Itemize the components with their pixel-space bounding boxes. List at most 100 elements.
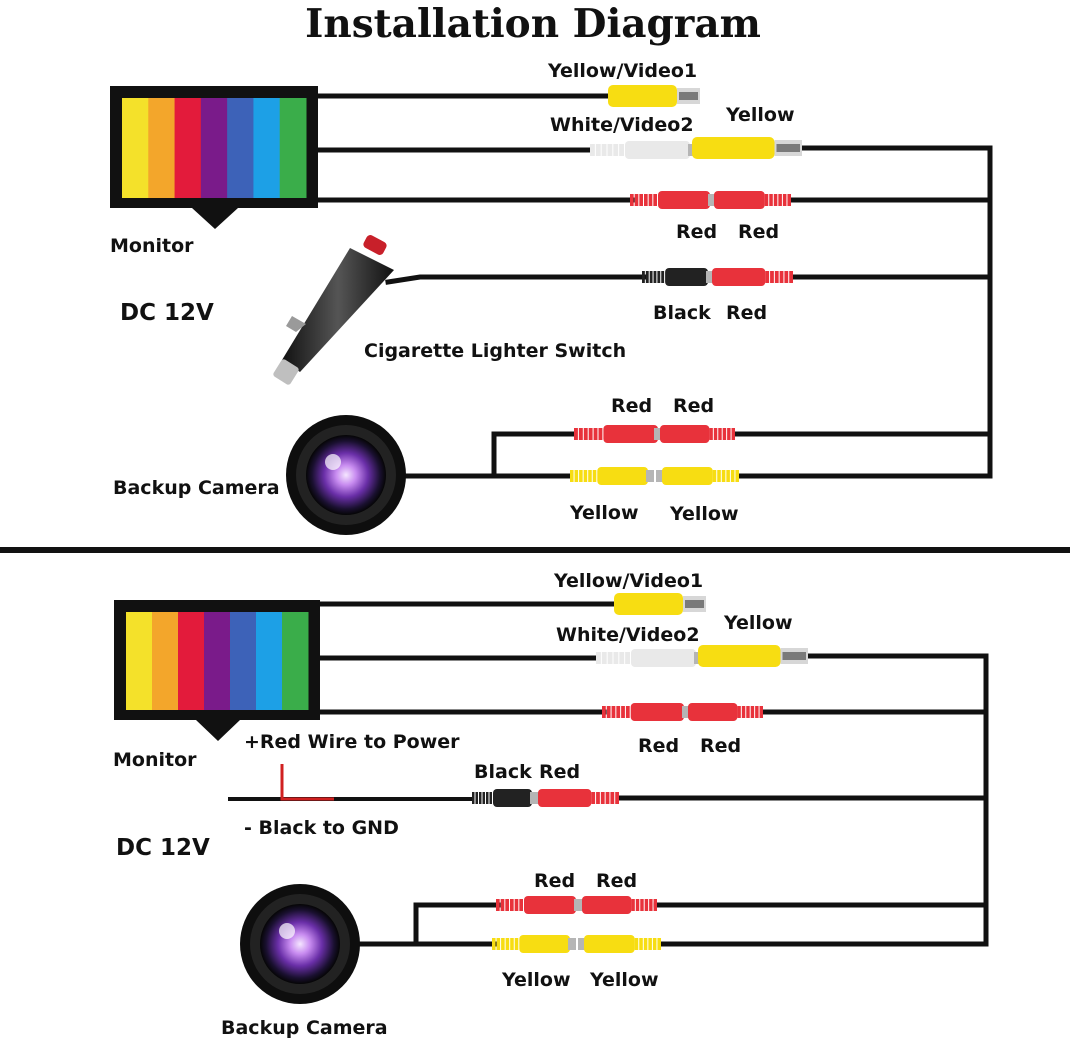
video1-num: 1 [690,570,703,592]
color-stripe [230,612,257,710]
bottom-power-left-label: Red [638,735,679,757]
bottom-video1-label: Yellow/Video1 [553,570,703,592]
lighter-body [282,248,394,372]
lighter-red-plug [706,268,793,286]
top-video2-label: White/Video2 [550,114,694,136]
top-wire-lighter [385,274,647,285]
bottom-video2-mate-label: Yellow [723,612,793,634]
video1-num: 1 [684,60,697,82]
top-power-right-label: Red [738,221,779,243]
video2-text: White/Video [550,114,680,136]
color-stripe [282,612,309,710]
top-cam-power-left-label: Red [611,395,652,417]
bottom-black-wire-label: - Black to GND [244,817,399,839]
top-wire-trunk [735,145,993,479]
color-stripe [152,612,179,710]
top-lighter-label: Cigarette Lighter Switch [364,340,626,362]
cam-video-yellow-plug-right [656,467,739,485]
power-red-plug-left [630,191,716,209]
cam-power-red-plug-right [576,896,657,914]
color-stripe [178,612,205,710]
color-stripe [279,98,307,198]
video2-text: White/Video [556,624,686,646]
video2-yellow-jack [698,645,808,667]
top-power-left-label: Red [676,221,717,243]
bottom-red-wire-label: +Red Wire to Power [244,731,460,753]
cam-video-yellow-plug-left [570,467,654,485]
video1-text: Yellow/Video [553,570,690,592]
top-video2-mate-label: Yellow [725,104,795,126]
top-monitor-label: Monitor [110,235,194,257]
monitor-stand [196,720,240,741]
bottom-camera-label: Backup Camera [221,1017,388,1039]
video1-jack [614,593,706,615]
cam-video-yellow-plug-left [492,935,576,953]
color-stripe [204,612,231,710]
color-stripe [126,612,153,710]
top-monitor [110,86,318,229]
bottom-monitor [114,600,320,741]
bottom-gnd-right-label: Red [539,761,580,783]
top-rca-connectors [570,85,802,485]
top-backup-camera-icon [286,415,406,535]
gnd-black-plug [472,789,538,807]
color-stripe [122,98,149,198]
color-stripe [256,612,283,710]
diagram-title: Installation Diagram [305,1,761,47]
bottom-red-wire [280,764,334,801]
gnd-red-plug [532,789,619,807]
video1-text: Yellow/Video [547,60,684,82]
video2-num: 2 [686,624,699,646]
monitor-screen [122,98,307,198]
color-stripe [227,98,254,198]
cigarette-lighter-icon [273,235,394,385]
power-red-plug-right [682,703,763,721]
top-wire-cam-split [400,431,578,479]
bottom-cam-video-right-label: Yellow [589,969,659,991]
bottom-wire-cam-split [357,902,501,947]
top-lighter-left-label: Black [653,302,711,324]
color-stripe [148,98,176,198]
lighter-switch [363,235,387,255]
lighter-spring [286,316,306,332]
cam-video-yellow-plug-right [578,935,661,953]
bottom-power-right-label: Red [700,735,741,757]
bottom-rca-connectors [472,593,808,953]
color-stripe [253,98,281,198]
lighter-black-plug [642,268,714,286]
top-video1-label: Yellow/Video1 [547,60,697,82]
video2-white-plug [590,141,696,159]
color-stripe [200,98,228,198]
bottom-cam-power-left-label: Red [534,870,575,892]
cam-power-red-plug-right [654,425,735,443]
color-stripe [174,98,202,198]
cam-power-red-plug-left [574,425,664,443]
bottom-backup-camera-icon [240,884,360,1004]
bottom-gnd-left-label: Black [474,761,532,783]
video1-jack [608,85,700,107]
bottom-cam-power-right-label: Red [596,870,637,892]
lighter-tip [273,359,299,385]
top-cam-video-left-label: Yellow [569,502,639,524]
bottom-video2-label: White/Video2 [556,624,700,646]
video2-num: 2 [680,114,693,136]
bottom-power-label: DC 12V [116,835,210,861]
bottom-cam-video-left-label: Yellow [501,969,571,991]
top-power-label: DC 12V [120,300,214,326]
bottom-diagram: Monitor DC 12V +Red Wire to Power - Blac… [113,570,989,1039]
video2-white-plug [596,649,702,667]
bottom-monitor-label: Monitor [113,749,197,771]
top-camera-label: Backup Camera [113,477,280,499]
power-red-plug-left [602,703,690,721]
top-cam-video-right-label: Yellow [669,503,739,525]
monitor-stand [192,208,238,229]
video2-yellow-jack [692,137,802,159]
monitor-screen [126,612,309,710]
top-diagram: Monitor DC 12V Cigarette Lighter Switch … [110,60,993,535]
top-cam-power-right-label: Red [673,395,714,417]
cam-power-red-plug-left [496,896,582,914]
power-red-plug-right [708,191,791,209]
top-lighter-right-label: Red [726,302,767,324]
